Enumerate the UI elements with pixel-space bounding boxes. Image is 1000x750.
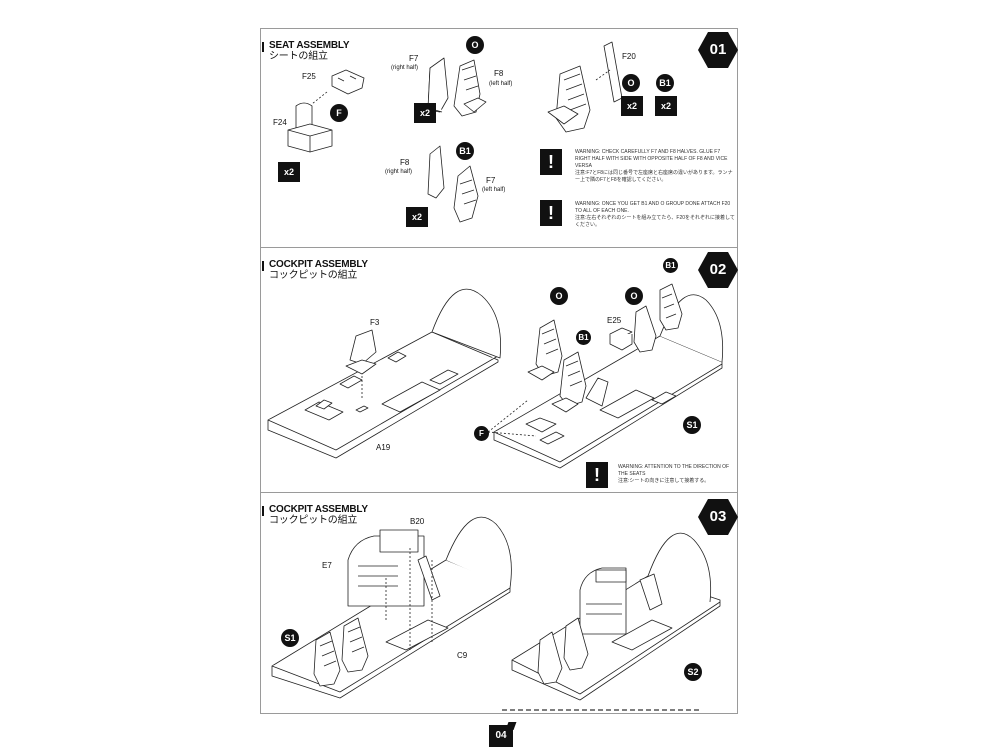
- callout-f: F: [474, 426, 489, 441]
- section-divider: [261, 492, 737, 493]
- part-o-b1-seats-drawing: [525, 283, 683, 433]
- group-badge-o: O: [622, 74, 640, 92]
- page-number: 04: [489, 725, 513, 747]
- part-label-f20: F20: [622, 52, 636, 61]
- part-a19-cockpit-tub-drawing: [267, 288, 501, 459]
- warning-text: WARNING: ATTENTION TO THE DIRECTION OF T…: [618, 464, 730, 484]
- section-title-jp: シートの組立: [269, 51, 328, 62]
- step-badge-03: 03: [698, 497, 738, 537]
- quantity-badge: x2: [406, 207, 428, 227]
- section-title-cockpit-assembly: COCKPIT ASSEMBLY コックピットの組立: [269, 504, 368, 526]
- section-title-seat-assembly: SEAT ASSEMBLY シートの組立: [269, 40, 350, 62]
- part-label-f8: F8: [400, 158, 410, 167]
- part-note: (right half): [391, 65, 419, 71]
- title-marker: [262, 42, 264, 52]
- part-label-s1: S1: [683, 416, 701, 434]
- step-badge-02: 02: [698, 250, 738, 290]
- part-label-b20: B20: [410, 517, 425, 526]
- section-title-jp: コックピットの組立: [269, 270, 358, 281]
- part-f24-drawing: [287, 102, 333, 153]
- group-badge-b1: B1: [456, 142, 474, 160]
- part-f25-drawing: [331, 69, 365, 95]
- section-title-en: COCKPIT ASSEMBLY: [269, 504, 368, 515]
- part-c9-cockpit-drawing: [271, 516, 512, 699]
- part-s1-seats-drawing: [313, 617, 369, 687]
- section-title-jp: コックピットの組立: [269, 515, 358, 526]
- part-label-s2: S2: [684, 663, 702, 681]
- step-badge-01: 01: [698, 30, 738, 70]
- part-label-e7: E7: [322, 561, 332, 570]
- part-label-f7: F7: [486, 176, 496, 185]
- part-s1-cockpit-tub-drawing: [493, 294, 723, 469]
- part-label-f3: F3: [370, 318, 380, 327]
- part-f20-seat-assembly-drawing: [547, 41, 623, 133]
- group-badge-b1: B1: [656, 74, 674, 92]
- section-title-cockpit-assembly: COCKPIT ASSEMBLY コックピットの組立: [269, 259, 368, 281]
- part-label-f8: F8: [494, 69, 504, 78]
- title-marker: [262, 261, 264, 271]
- group-badge-b1: B1: [576, 330, 591, 345]
- part-s2-cockpit-drawing: [511, 532, 721, 701]
- part-label-s1: S1: [281, 629, 299, 647]
- instruction-frame: [260, 28, 738, 714]
- part-note: (left half): [489, 81, 513, 87]
- quantity-badge: x2: [278, 162, 300, 182]
- part-f3-seat-drawing: [345, 329, 377, 400]
- part-f7-f8-seat-drawing: [427, 57, 487, 117]
- group-badge-o: O: [550, 287, 568, 305]
- quantity-badge: x2: [655, 96, 677, 116]
- title-marker: [262, 506, 264, 516]
- section-title-en: COCKPIT ASSEMBLY: [269, 259, 368, 270]
- callout-f: F: [330, 104, 348, 122]
- group-badge-b1: B1: [663, 258, 678, 273]
- part-label-a19: A19: [376, 443, 391, 452]
- part-label-f7: F7: [409, 54, 419, 63]
- part-label-e25: E25: [607, 316, 622, 325]
- group-badge-o: O: [466, 36, 484, 54]
- part-label-c9: C9: [457, 651, 468, 660]
- part-note: (right half): [385, 169, 413, 175]
- warning-text: WARNING: CHECK CAREFULLY F7 AND F8 HALVE…: [575, 149, 733, 183]
- warning-icon: !: [540, 149, 562, 175]
- quantity-badge: x2: [414, 103, 436, 123]
- section-divider: [261, 247, 737, 248]
- quantity-badge: x2: [621, 96, 643, 116]
- part-label-f25: F25: [302, 72, 316, 81]
- part-f8-f7-seat-drawing: [427, 145, 479, 223]
- section-title-en: SEAT ASSEMBLY: [269, 40, 350, 51]
- group-badge-o: O: [625, 287, 643, 305]
- part-note: (left half): [482, 187, 506, 193]
- warning-icon: !: [586, 462, 608, 488]
- warning-text: WARNING: ONCE YOU GET B1 AND O GROUP DON…: [575, 201, 735, 228]
- warning-icon: !: [540, 200, 562, 226]
- part-label-f24: F24: [273, 118, 287, 127]
